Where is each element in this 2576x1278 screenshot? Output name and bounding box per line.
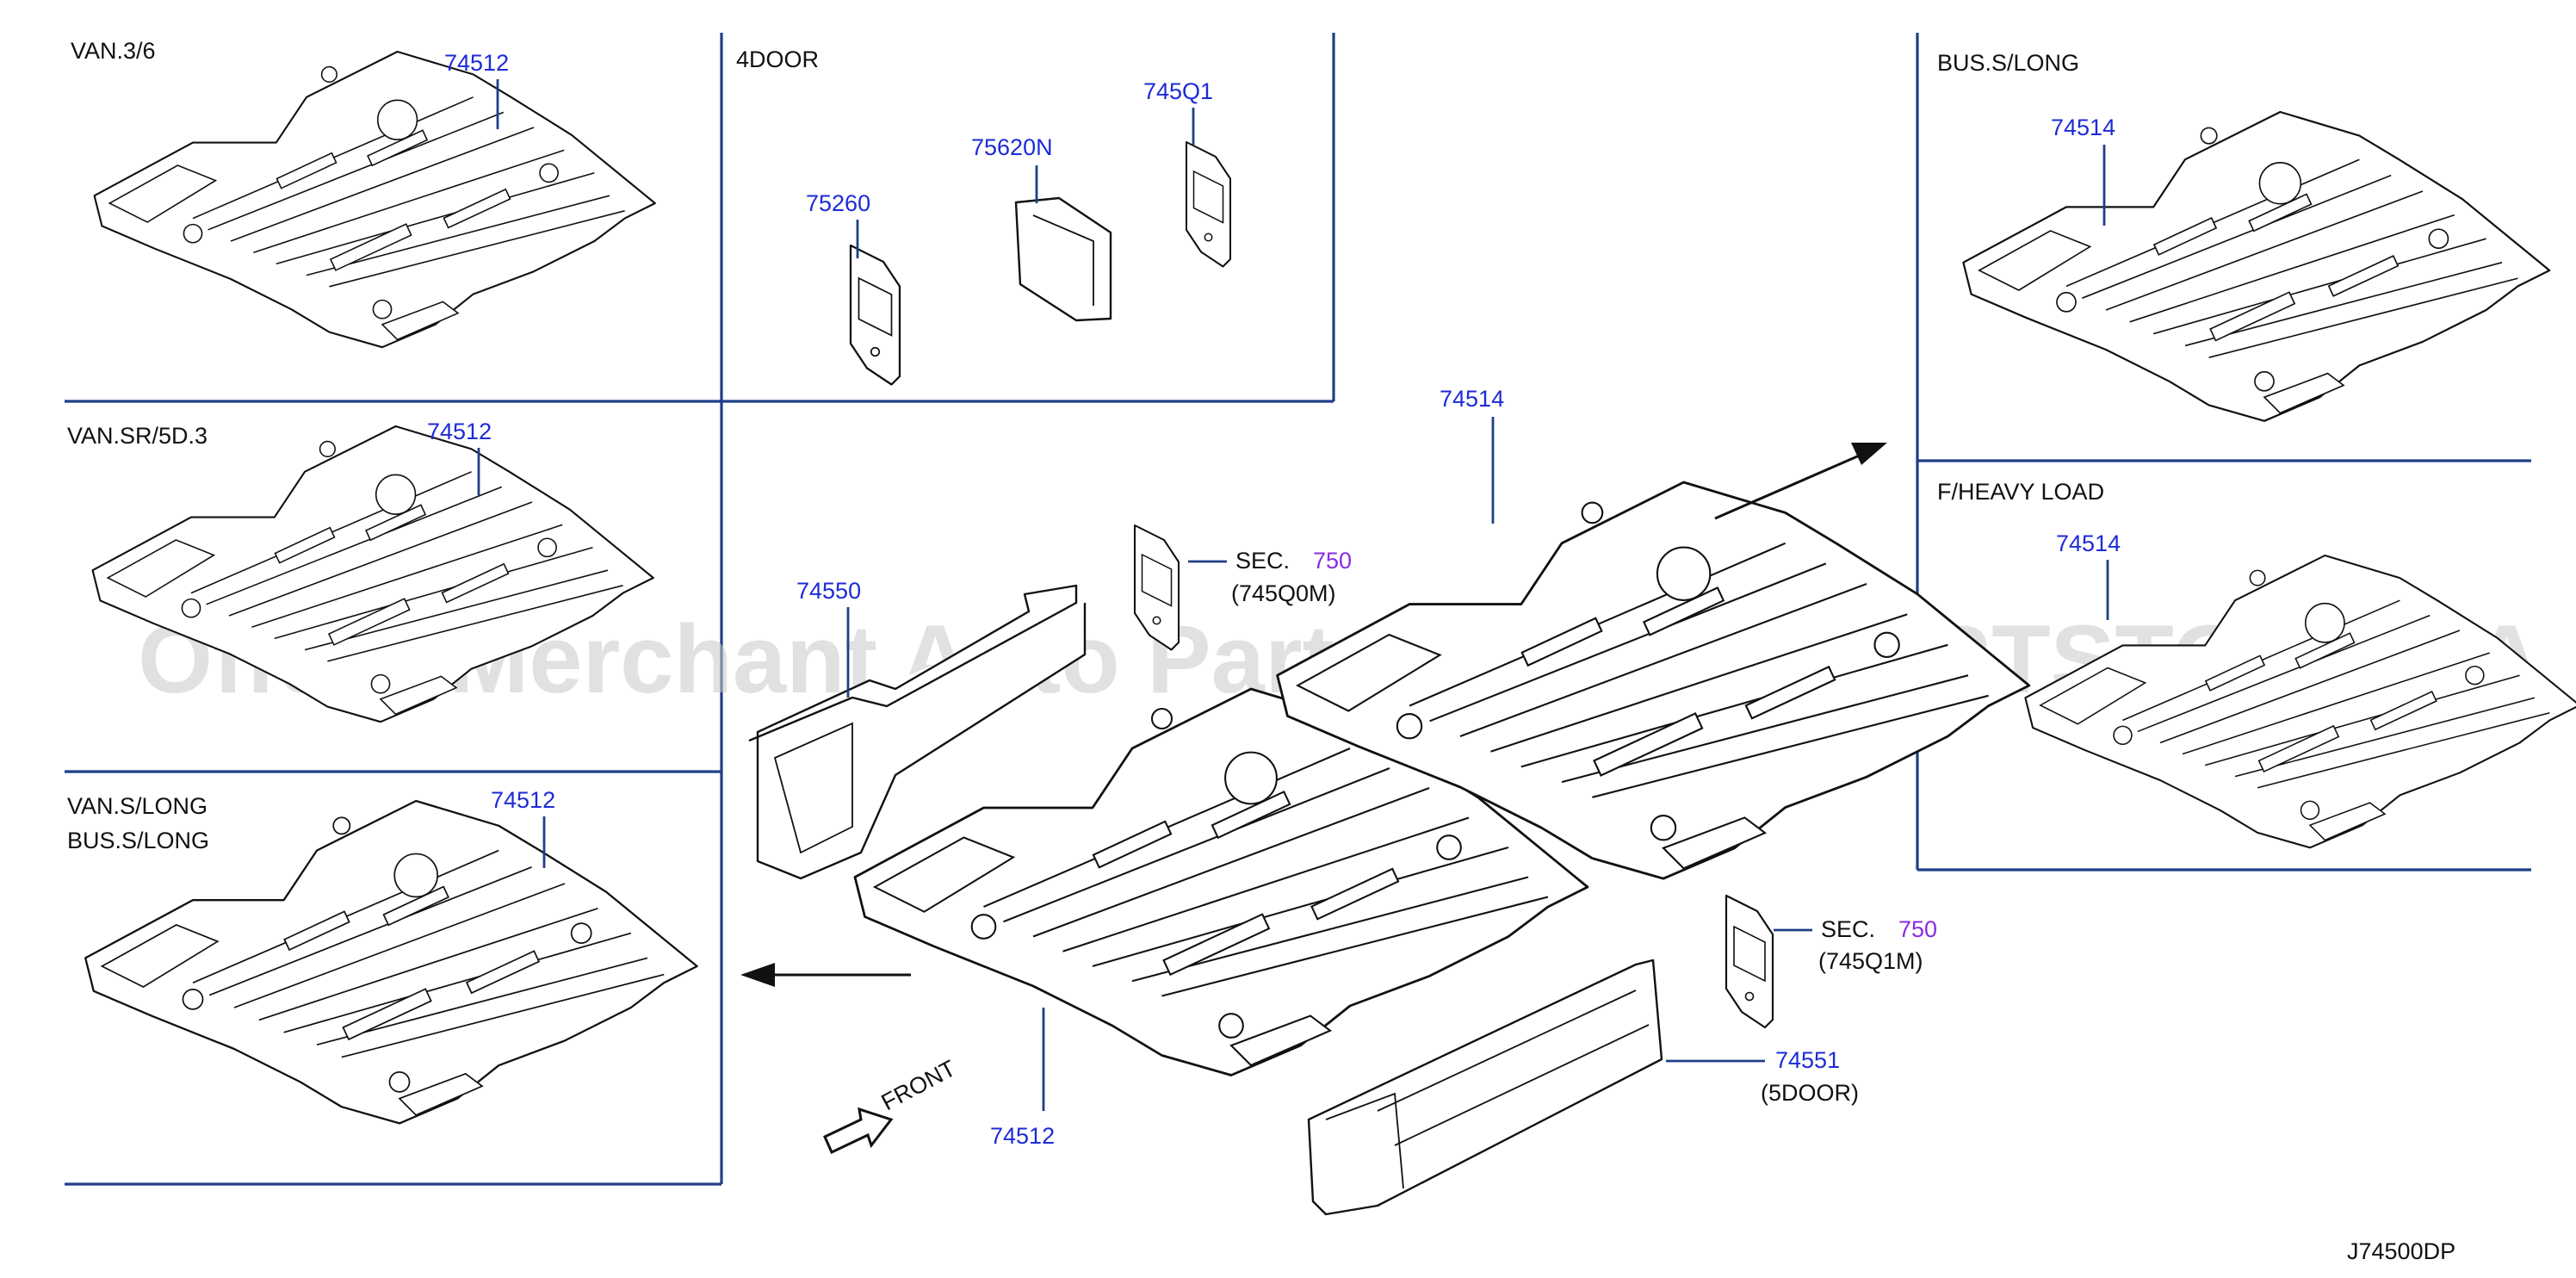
part-number-75620n[interactable]: 75620N bbox=[971, 134, 1053, 160]
panel-van-s-long: VAN.S/LONG BUS.S/LONG 74512 bbox=[67, 787, 698, 1125]
part-number-74512[interactable]: 74512 bbox=[444, 50, 509, 76]
five-door-note: (5DOOR) bbox=[1761, 1080, 1859, 1106]
part-number-74514[interactable]: 74514 bbox=[2051, 115, 2115, 140]
panel-van-3-6: VAN.3/6 74512 bbox=[71, 38, 656, 349]
panel-label-van-sr-5d3: VAN.SR/5D.3 bbox=[67, 423, 207, 449]
sec-number-750-a[interactable]: 750 bbox=[1313, 548, 1352, 574]
panel-label-van-3-6: VAN.3/6 bbox=[71, 38, 156, 64]
panel-label-bus-s-long: BUS.S/LONG bbox=[1937, 50, 2079, 76]
front-direction-indicator: FRONT bbox=[823, 1055, 960, 1155]
panel-4door: 4DOOR 75260 75620N 745Q1 bbox=[736, 47, 1232, 386]
arrow-to-van-s-long bbox=[740, 963, 911, 987]
arrow-to-bus-s-long bbox=[1714, 443, 1887, 520]
sec-label-2: SEC. bbox=[1821, 916, 1875, 942]
part-number-745q1[interactable]: 745Q1 bbox=[1143, 78, 1213, 104]
panel-frames bbox=[65, 33, 2531, 1186]
panel-van-sr-5d3: VAN.SR/5D.3 74512 bbox=[67, 419, 654, 723]
bracket-745q1m-drawing bbox=[1725, 894, 1774, 1029]
panel-label-van-s-long: VAN.S/LONG bbox=[67, 793, 207, 819]
diagram-code: J74500DP bbox=[2347, 1238, 2455, 1264]
bracket-75260-drawing bbox=[849, 244, 901, 386]
panel-f-heavy-load: F/HEAVY LOAD 74514 bbox=[1937, 479, 2576, 849]
part-number-74512[interactable]: 74512 bbox=[491, 787, 555, 813]
part-number-74512-main[interactable]: 74512 bbox=[990, 1123, 1055, 1149]
floor-panel-drawing bbox=[93, 50, 656, 349]
center-assembly: 74550 74512 74514 SEC. 750 (745Q0M) SEC.… bbox=[740, 386, 2031, 1216]
floor-panel-drawing bbox=[1962, 110, 2551, 422]
part-number-75260[interactable]: 75260 bbox=[806, 190, 870, 216]
sec-ref-745q0m: (745Q0M) bbox=[1231, 580, 1336, 606]
part-number-74550[interactable]: 74550 bbox=[796, 578, 861, 604]
part-number-74551[interactable]: 74551 bbox=[1775, 1047, 1840, 1073]
front-arrow-icon bbox=[823, 1107, 894, 1155]
part-number-74514[interactable]: 74514 bbox=[2056, 530, 2121, 556]
sec-ref-745q1m: (745Q1M) bbox=[1818, 948, 1923, 974]
part-number-74512[interactable]: 74512 bbox=[427, 419, 492, 444]
part-number-74514-main[interactable]: 74514 bbox=[1440, 386, 1504, 412]
front-label: FRONT bbox=[877, 1055, 960, 1115]
bracket-745q1-drawing bbox=[1185, 140, 1232, 268]
sec-number-750-b[interactable]: 750 bbox=[1898, 916, 1937, 942]
panel-bus-s-long: BUS.S/LONG 74514 bbox=[1937, 50, 2551, 422]
panel-label-bus-s-long-2: BUS.S/LONG bbox=[67, 828, 209, 853]
sec-label-1: SEC. bbox=[1235, 548, 1290, 574]
panel-label-f-heavy-load: F/HEAVY LOAD bbox=[1937, 479, 2104, 505]
panel-label-4door: 4DOOR bbox=[736, 47, 819, 72]
